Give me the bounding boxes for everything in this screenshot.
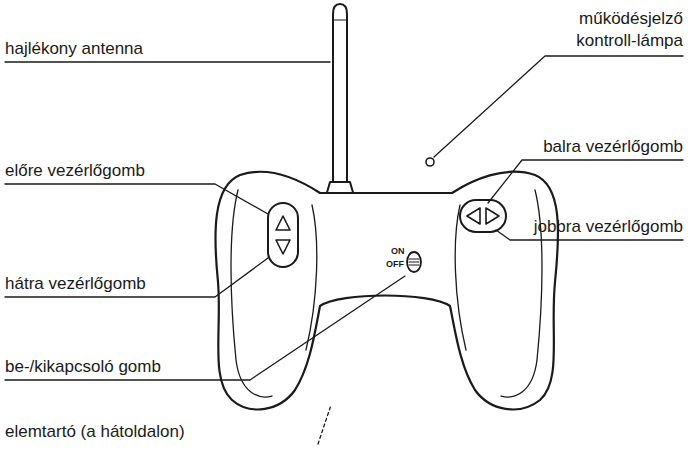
part-label: hátra vezérlőgomb bbox=[5, 273, 146, 295]
left-button bbox=[467, 208, 480, 224]
leader-line bbox=[488, 160, 683, 203]
part-label: elemtartó (a hátoldalon) bbox=[5, 421, 185, 443]
antenna bbox=[333, 4, 347, 190]
controller-body bbox=[215, 172, 558, 410]
label-holder: be-/kikapcsoló gomb bbox=[5, 356, 161, 378]
label-holder: elemtartó (a hátoldalon) bbox=[5, 421, 185, 443]
label-holder: előre vezérlőgomb bbox=[5, 160, 145, 182]
leader-line bbox=[5, 61, 330, 62]
forward-button bbox=[276, 216, 290, 230]
leader-line bbox=[434, 56, 683, 157]
label-holder: balra vezérlőgomb bbox=[543, 136, 683, 158]
label-holder: hátra vezérlőgomb bbox=[5, 273, 146, 295]
label-holder: működésjelző kontroll-lámpa bbox=[555, 8, 683, 52]
label-holder: OFF bbox=[386, 259, 404, 270]
leader-line bbox=[5, 258, 268, 297]
leader-line-dashed bbox=[318, 405, 331, 444]
control-lamp bbox=[426, 158, 434, 166]
left-right-pad bbox=[460, 200, 506, 232]
label-holder: hajlékony antenna bbox=[5, 38, 143, 60]
label-holder: jobbra vezérlőgomb bbox=[534, 216, 683, 238]
switch-label: ON bbox=[391, 246, 405, 257]
part-label: be-/kikapcsoló gomb bbox=[5, 356, 161, 378]
back-button bbox=[276, 240, 290, 254]
part-label: működésjelző kontroll-lámpa bbox=[555, 8, 683, 52]
part-label: előre vezérlőgomb bbox=[5, 160, 145, 182]
right-button bbox=[486, 208, 499, 224]
grip-line bbox=[231, 190, 272, 397]
switch-label: OFF bbox=[386, 259, 404, 270]
label-holder: ON bbox=[391, 246, 405, 257]
power-switch bbox=[407, 252, 421, 272]
part-label: balra vezérlőgomb bbox=[543, 136, 683, 158]
grip-line bbox=[306, 205, 317, 350]
part-label: jobbra vezérlőgomb bbox=[534, 216, 683, 238]
part-label: hajlékony antenna bbox=[5, 38, 143, 60]
forward-back-pad bbox=[268, 203, 298, 267]
leader-line bbox=[5, 184, 268, 214]
